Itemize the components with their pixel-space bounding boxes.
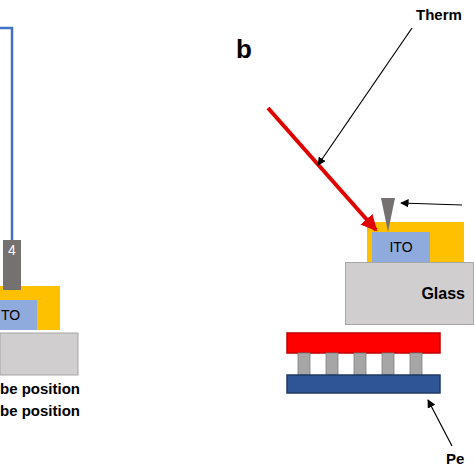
caption-line: be position: [0, 402, 80, 419]
node-text: ITO: [389, 239, 412, 255]
caption-line: be position: [0, 380, 80, 397]
peltier-hot-plate: [287, 333, 440, 353]
peltier-cold-plate: [287, 375, 440, 393]
leader-arrow: [318, 28, 412, 165]
part-label: Therm: [416, 6, 462, 23]
node-text: Glass: [421, 285, 465, 303]
laser-beam: [268, 108, 376, 230]
probe-wire: [0, 28, 12, 240]
electrode-layer: [367, 222, 464, 262]
leader-arrow: [401, 203, 462, 205]
panel-label: b: [236, 34, 252, 65]
peltier-pillar: [326, 353, 338, 375]
node-text: 4: [8, 242, 16, 258]
node-text: TO: [1, 307, 20, 323]
peltier-pillar: [298, 353, 310, 375]
ito-electrode: ITO: [372, 232, 430, 262]
peltier-pillar: [354, 353, 366, 375]
glass-substrate: [0, 333, 78, 375]
peltier-pillar: [410, 353, 422, 375]
peltier-pillar: [382, 353, 394, 375]
probe-tip: [381, 198, 395, 232]
leader-arrow: [428, 400, 452, 446]
glass-substrate: Glass: [345, 262, 474, 325]
thermometer-probe: 4: [3, 240, 21, 290]
ito-electrode: TO: [0, 300, 37, 330]
peltier-pillars: [298, 353, 422, 375]
electrode-layer: [0, 286, 60, 330]
part-label: Pe: [446, 450, 464, 467]
